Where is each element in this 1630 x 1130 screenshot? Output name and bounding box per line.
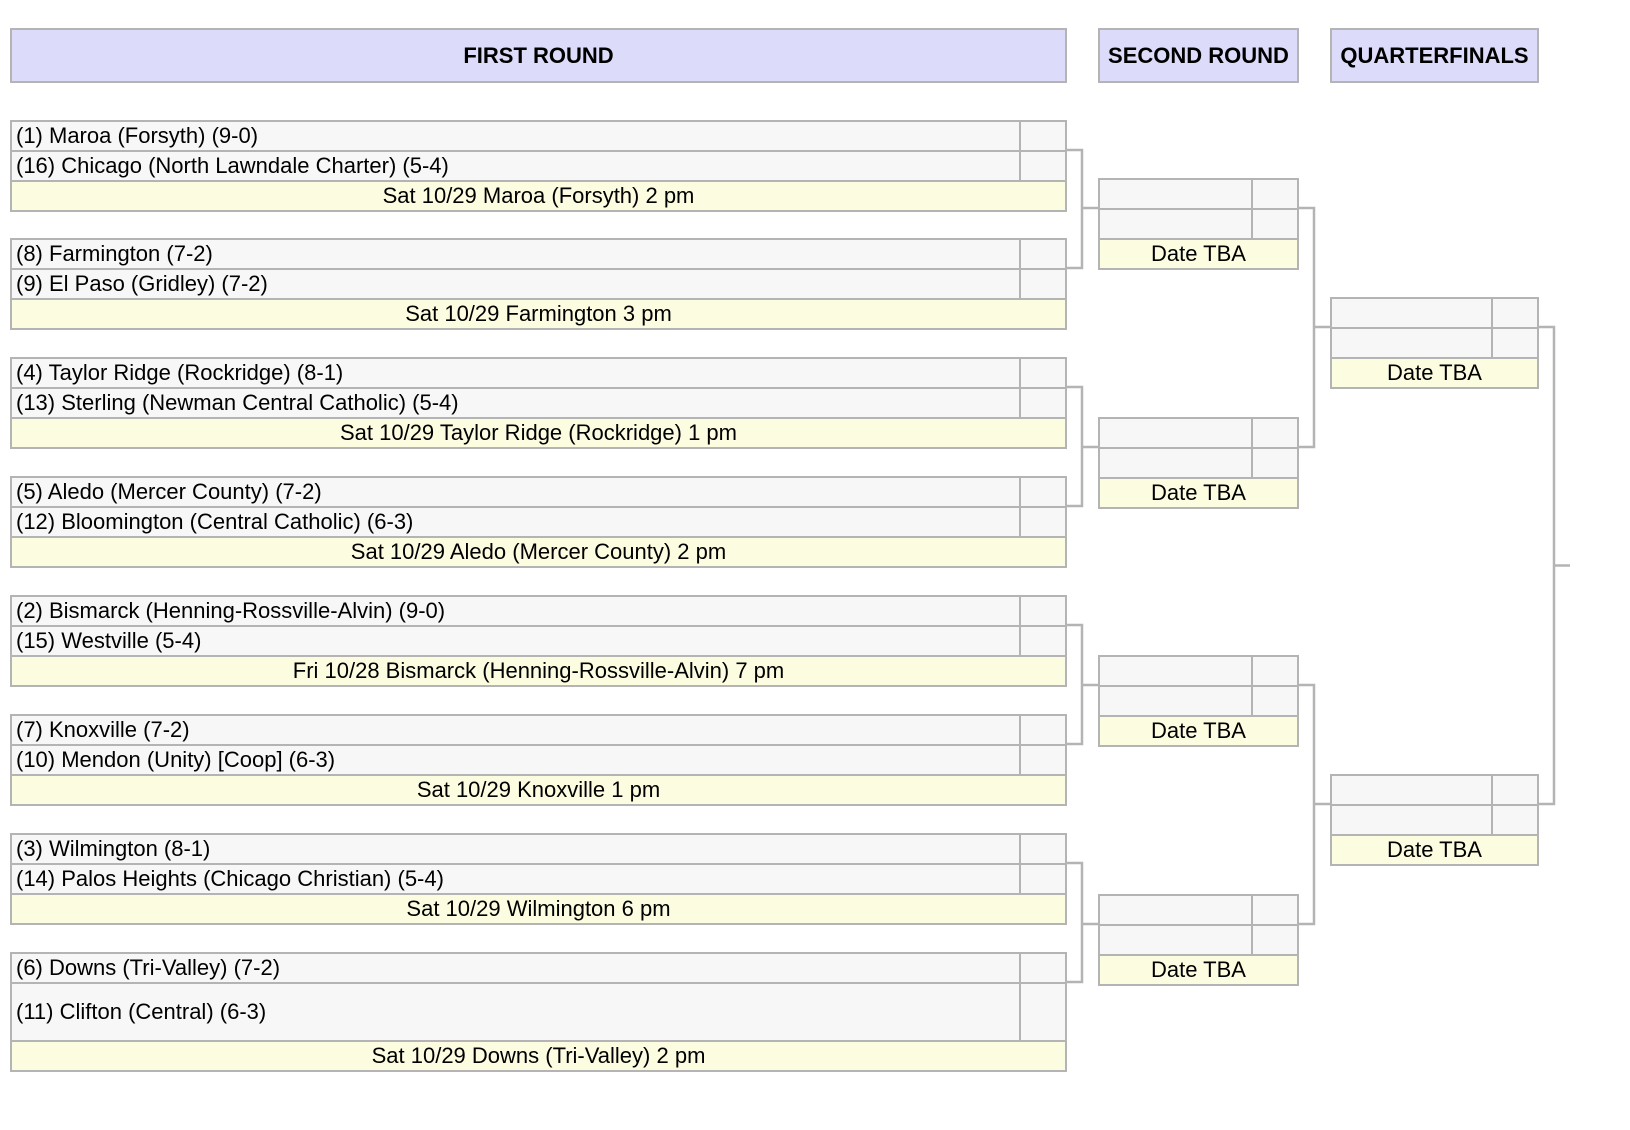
quarterfinal-game-1-score-a (1491, 297, 1539, 329)
quarterfinal-game-1-score-b (1491, 327, 1539, 359)
first-round-game-1-score-a (1019, 120, 1067, 152)
second-round-game-2-info: Date TBA (1098, 477, 1299, 509)
second-round-game-2-score-b (1251, 447, 1299, 479)
first-round-game-5-info: Fri 10/28 Bismarck (Henning-Rossville-Al… (10, 655, 1067, 687)
second-round-game-3-team-a[interactable] (1098, 655, 1253, 687)
second-round-game-1-info: Date TBA (1098, 238, 1299, 270)
second-round-game-3-info: Date TBA (1098, 715, 1299, 747)
first-round-game-7-info: Sat 10/29 Wilmington 6 pm (10, 893, 1067, 925)
first-round-game-4-team-a[interactable]: (5) Aledo (Mercer County) (7-2) (10, 476, 1021, 508)
first-round-game-1-team-a[interactable]: (1) Maroa (Forsyth) (9-0) (10, 120, 1021, 152)
header-second-round: SECOND ROUND (1098, 28, 1299, 83)
connector-r1-pair-3 (1067, 623, 1084, 746)
first-round-game-7-team-a[interactable]: (3) Wilmington (8-1) (10, 833, 1021, 865)
first-round-game-3-team-a[interactable]: (4) Taylor Ridge (Rockridge) (8-1) (10, 357, 1021, 389)
first-round-game-4-info: Sat 10/29 Aledo (Mercer County) 2 pm (10, 536, 1067, 568)
first-round-game-2-score-b (1019, 268, 1067, 300)
first-round-game-8-score-b (1019, 982, 1067, 1042)
second-round-game-4-score-b (1251, 924, 1299, 956)
second-round-game-4-team-b[interactable] (1098, 924, 1253, 956)
quarterfinal-game-1-info: Date TBA (1330, 357, 1539, 389)
first-round-game-5-score-b (1019, 625, 1067, 657)
first-round-game-1-info: Sat 10/29 Maroa (Forsyth) 2 pm (10, 180, 1067, 212)
second-round-game-2-score-a (1251, 417, 1299, 449)
first-round-game-6-info: Sat 10/29 Knoxville 1 pm (10, 774, 1067, 806)
connector-r2-pair-2 (1299, 683, 1316, 926)
first-round-game-4-score-a (1019, 476, 1067, 508)
second-round-game-4-score-a (1251, 894, 1299, 926)
connector-r1-pair-1 (1067, 148, 1084, 270)
first-round-game-2-info: Sat 10/29 Farmington 3 pm (10, 298, 1067, 330)
connector-r1-pair-2 (1067, 385, 1084, 508)
connector-qf-pair (1539, 325, 1556, 806)
header-first-round: FIRST ROUND (10, 28, 1067, 83)
connector-r1-pair-4 (1067, 861, 1084, 984)
first-round-game-3-team-b[interactable]: (13) Sterling (Newman Central Catholic) … (10, 387, 1021, 419)
connector-r2-pair-1 (1299, 206, 1316, 449)
quarterfinal-game-2-info: Date TBA (1330, 834, 1539, 866)
header-quarterfinals: QUARTERFINALS (1330, 28, 1539, 83)
first-round-game-6-team-a[interactable]: (7) Knoxville (7-2) (10, 714, 1021, 746)
second-round-game-4-info: Date TBA (1098, 954, 1299, 986)
first-round-game-8-info: Sat 10/29 Downs (Tri-Valley) 2 pm (10, 1040, 1067, 1072)
first-round-game-3-info: Sat 10/29 Taylor Ridge (Rockridge) 1 pm (10, 417, 1067, 449)
